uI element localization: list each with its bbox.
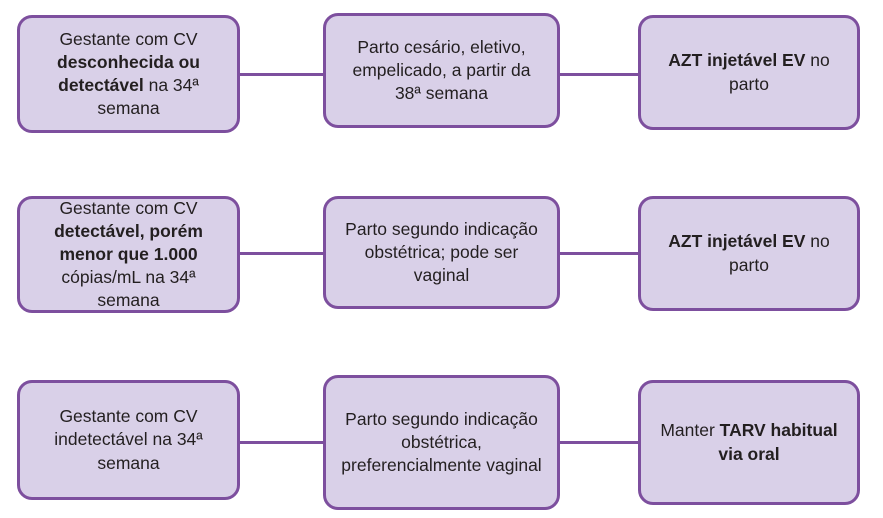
flow-node-action-parto-preferencialmente-vaginal[interactable]: Parto segundo indicação obstétrica, pref… — [323, 375, 560, 510]
flow-node-action-parto-indicacao-obstetrica[interactable]: Parto segundo indicação obstétrica; pode… — [323, 196, 560, 309]
flow-node-label: Parto segundo indicação obstétrica; pode… — [345, 218, 538, 286]
flow-node-label: Parto cesário, eletivo, empelicado, a pa… — [352, 36, 531, 104]
flow-node-action-parto-cesario[interactable]: Parto cesário, eletivo, empelicado, a pa… — [323, 13, 560, 128]
flow-node-label: AZT injetável EV no parto — [668, 231, 830, 275]
flow-node-label: Parto segundo indicação obstétrica, pref… — [341, 408, 542, 476]
flow-node-label: Gestante com CV desconhecida ou detectáv… — [57, 28, 200, 119]
flow-node-outcome-azt-injetavel-row1[interactable]: AZT injetável EV no parto — [638, 15, 860, 130]
flow-node-label: Gestante com CV indetectável na 34ª sema… — [54, 406, 203, 473]
connector-row1-left — [238, 73, 325, 76]
flow-node-outcome-azt-injetavel-row2[interactable]: AZT injetável EV no parto — [638, 196, 860, 311]
flow-node-condition-cv-desconhecida[interactable]: Gestante com CV desconhecida ou detectáv… — [17, 15, 240, 133]
flow-node-outcome-manter-tarv[interactable]: Manter TARV habitual via oral — [638, 380, 860, 505]
connector-row2-right — [558, 252, 640, 255]
connector-row3-right — [558, 441, 640, 444]
flow-node-label: Manter TARV habitual via oral — [660, 420, 838, 464]
flow-node-label: Gestante com CV detectável, porém menor … — [54, 197, 203, 311]
flow-node-condition-cv-menor-1000[interactable]: Gestante com CV detectável, porém menor … — [17, 196, 240, 313]
flow-node-label: AZT injetável EV no parto — [668, 50, 830, 94]
connector-row2-left — [238, 252, 325, 255]
connector-row1-right — [558, 73, 640, 76]
connector-row3-left — [238, 441, 325, 444]
flow-node-condition-cv-indetectavel[interactable]: Gestante com CV indetectável na 34ª sema… — [17, 380, 240, 500]
